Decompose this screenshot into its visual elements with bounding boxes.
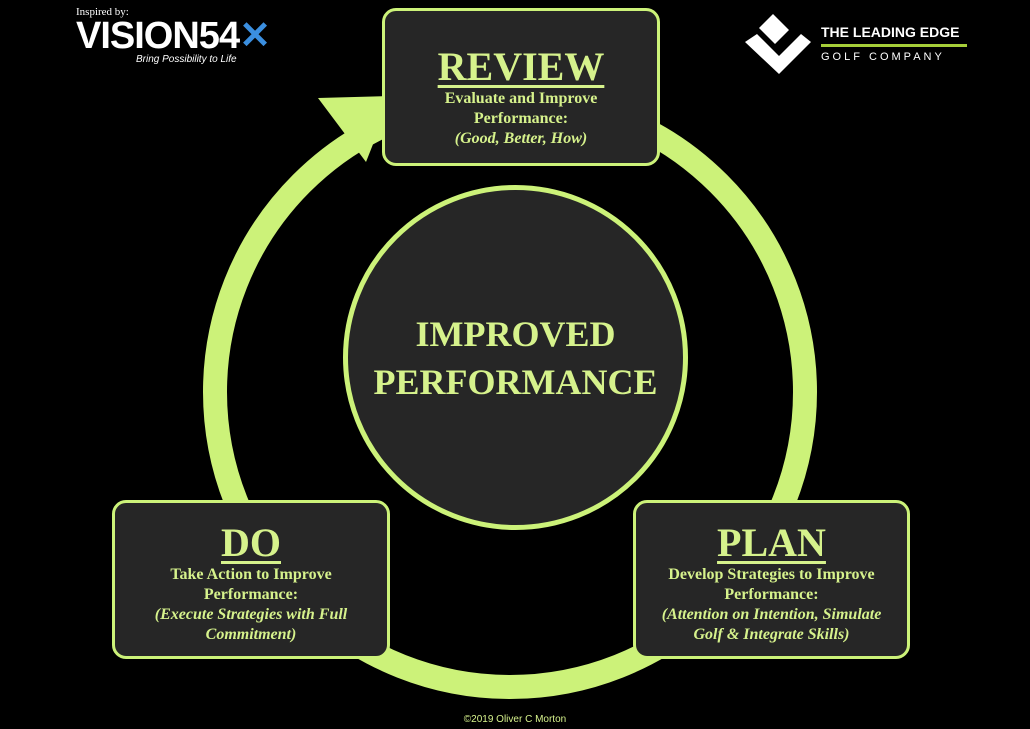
center-line1: IMPROVED: [415, 313, 616, 354]
plan-title: PLAN: [717, 520, 826, 565]
review-desc: Performance:: [473, 110, 569, 127]
plan-box: PLAN Develop Strategies to Improve Perfo…: [633, 500, 910, 659]
logo-vision54-name: VISION54✕: [76, 15, 271, 57]
do-desc: Performance:: [203, 586, 299, 603]
logo-inspired-label: Inspired by:: [76, 6, 129, 18]
plan-desc: Develop Strategies to Improve: [668, 566, 875, 583]
logo-line2: GOLF COMPANY: [821, 51, 945, 63]
improved-performance-circle: IMPROVED PERFORMANCE: [343, 185, 688, 530]
do-box: DO Take Action to Improve Performance: (…: [112, 500, 390, 659]
review-box: REVIEW Evaluate and Improve Performance:…: [382, 8, 660, 166]
leading-edge-mark-icon: [745, 14, 811, 74]
logo-divider: [821, 44, 967, 47]
plan-sub: (Attention on Intention, Simulate: [661, 606, 882, 623]
copyright-footer: ©2019 Oliver C Morton: [463, 714, 567, 725]
do-sub: Commitment): [205, 626, 297, 643]
do-sub: (Execute Strategies with Full: [154, 606, 348, 623]
leading-edge-logo: THE LEADING EDGE GOLF COMPANY: [745, 10, 967, 81]
review-desc: Evaluate and Improve: [444, 90, 598, 107]
do-title: DO: [221, 520, 281, 565]
plan-desc: Performance:: [724, 586, 819, 603]
figure-icon: ✕: [239, 15, 271, 57]
cycle-arrowhead-icon: [318, 96, 392, 162]
review-sub: (Good, Better, How): [454, 130, 588, 147]
plan-sub: Golf & Integrate Skills): [693, 626, 850, 643]
do-desc: Take Action to Improve: [170, 566, 332, 583]
center-line2: PERFORMANCE: [373, 361, 658, 402]
logo-tagline: Bring Possibility to Life: [136, 54, 237, 65]
logo-line1: THE LEADING EDGE: [821, 24, 960, 40]
review-title: REVIEW: [437, 44, 605, 89]
vision54-logo: Inspired by: VISION54✕ Bring Possibility…: [76, 6, 271, 65]
